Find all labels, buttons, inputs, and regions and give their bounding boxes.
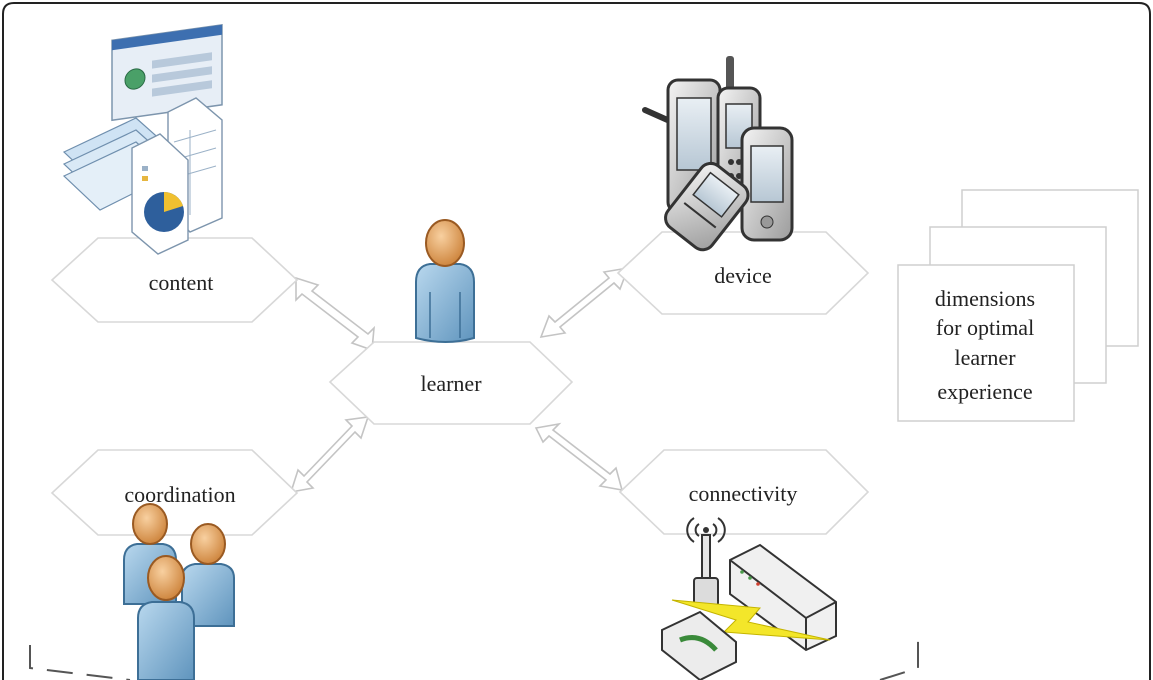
hexagon-learner [328,341,574,425]
dimensions-note-line-3: learner [954,345,1016,370]
hexagon-device [616,231,870,315]
hexagon-coordination [50,449,299,536]
arrow-device-learner [539,266,630,339]
person-icon [415,219,475,343]
dimensions-note-line-4: experience [937,379,1032,404]
documents-icon [62,23,223,255]
group-of-people-icon [123,503,235,680]
mobile-devices-icon [642,56,794,252]
label-connectivity: connectivity [689,481,798,506]
arrow-coordination-learner [289,416,370,494]
arrow-content-learner [295,276,375,352]
network-devices-icon [661,517,837,680]
hexagon-content [50,237,299,323]
label-content: content [149,270,214,295]
label-device: device [714,263,771,288]
stacked-pages-icon [897,189,1139,422]
hexagon-connectivity [618,449,870,535]
label-coordination: coordination [124,482,235,507]
dimensions-note-line-2: for optimal [936,315,1034,340]
label-learner: learner [420,371,482,396]
dimensions-note-line-1: dimensions [935,286,1035,311]
bottom-dashed-arc [29,630,919,680]
arrow-connectivity-learner [534,422,624,492]
